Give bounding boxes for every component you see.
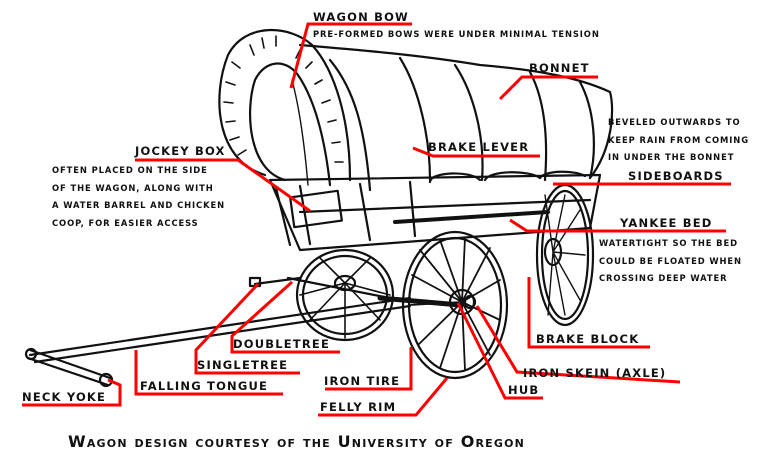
label-iron-skein: IRON SKEIN (AXLE) <box>523 366 667 380</box>
leader-iron-skein <box>475 305 681 384</box>
note-jockey-box: OFTEN PLACED ON THE SIDE OF THE WAGON, A… <box>52 162 225 232</box>
note-wagon-bow: PRE-FORMED BOWS WERE UNDER MINIMAL TENSI… <box>313 26 600 44</box>
label-wagon-bow: WAGON BOW <box>313 10 409 24</box>
leader-singletree <box>194 282 300 375</box>
label-neck-yoke: NECK YOKE <box>22 390 107 404</box>
label-brake-block: BRAKE BLOCK <box>536 332 640 346</box>
label-sideboards: SIDEBOARDS <box>628 169 724 183</box>
leader-brake-lever <box>412 146 540 158</box>
rear-right-wheel <box>535 183 595 327</box>
leader-hub <box>456 302 543 400</box>
credit-caption: Wagon design courtesy of the University … <box>68 432 526 451</box>
note-line: CROSSING DEEP WATER <box>599 273 728 283</box>
note-line: COOP, FOR EASIER ACCESS <box>52 217 199 228</box>
wagon-bow-drawing <box>218 28 352 187</box>
tongue-drawing <box>24 276 463 388</box>
note-line: WATERTIGHT SO THE BED <box>599 238 738 248</box>
label-jockey-box: JOCKEY BOX <box>135 144 226 158</box>
note-line: PRE-FORMED BOWS WERE UNDER MINIMAL TENSI… <box>313 29 600 39</box>
label-felly-rim: FELLY RIM <box>320 400 397 414</box>
label-yankee-bed: YANKEE BED <box>620 216 713 230</box>
label-singletree: SINGLETREE <box>197 358 289 372</box>
leader-iron-tire <box>325 347 413 391</box>
note-line: A WATER BARREL AND CHICKEN <box>52 200 226 210</box>
label-falling-tongue: FALLING TONGUE <box>140 379 269 393</box>
leader-falling-tongue <box>134 350 283 396</box>
note-line: KEEP RAIN FROM COMING <box>608 134 749 145</box>
leader-wagon-bow <box>289 22 412 89</box>
note-line: OFTEN PLACED ON THE SIDE <box>52 165 208 175</box>
label-bonnet: BONNET <box>529 61 590 75</box>
note-bonnet: BEVELED OUTWARDS TO KEEP RAIN FROM COMIN… <box>608 114 749 167</box>
bonnet-cover <box>298 43 614 192</box>
label-iron-tire: IRON TIRE <box>324 374 401 388</box>
note-line: BEVELED OUTWARDS TO <box>608 117 741 127</box>
leader-neck-yoke <box>22 378 122 407</box>
leader-bonnet <box>498 75 598 101</box>
leader-lines <box>22 22 731 417</box>
note-line: COULD BE FLOATED WHEN <box>599 255 742 266</box>
label-doubletree: DOUBLETREE <box>233 337 331 351</box>
leader-jockey-box <box>135 158 311 213</box>
leader-brake-block <box>527 277 650 349</box>
label-hub: HUB <box>508 383 540 397</box>
leader-felly-rim <box>318 377 449 417</box>
note-yankee-bed: WATERTIGHT SO THE BED COULD BE FLOATED W… <box>599 235 742 288</box>
label-brake-lever: BRAKE LEVER <box>428 140 530 154</box>
note-line: IN UNDER THE BONNET <box>608 152 735 162</box>
leader-yankee-bed <box>509 218 726 233</box>
leader-doubletree <box>230 280 340 354</box>
note-line: OF THE WAGON, ALONG WITH <box>52 182 214 193</box>
rear-left-wheel <box>295 248 395 342</box>
